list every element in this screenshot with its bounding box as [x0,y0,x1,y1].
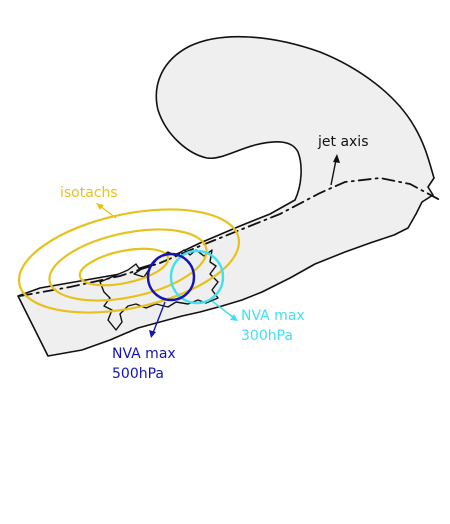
nva-300-circle [169,249,225,305]
isotach-inner [78,247,170,287]
jet-axis-line [19,177,441,297]
jet-axis-label: jet axis [317,134,369,150]
nva-300-label-line1: NVA max [241,308,305,324]
nva-300-arrow [211,300,238,321]
jet-axis-arrow [330,154,340,186]
nva-500-circle [146,252,196,302]
isotachs-arrow [96,203,117,219]
isotachs-label: isotachs [60,185,118,201]
isotachs-group [17,208,241,314]
nva-500-label-line2: 500hPa [112,366,164,382]
nva-500-arrow [149,301,166,338]
isotach-outer [17,208,241,314]
nva-300-label-line2: 300hPa [241,328,293,344]
nva-500-label-line1: NVA max [112,346,176,362]
isotach-middle [48,228,208,302]
